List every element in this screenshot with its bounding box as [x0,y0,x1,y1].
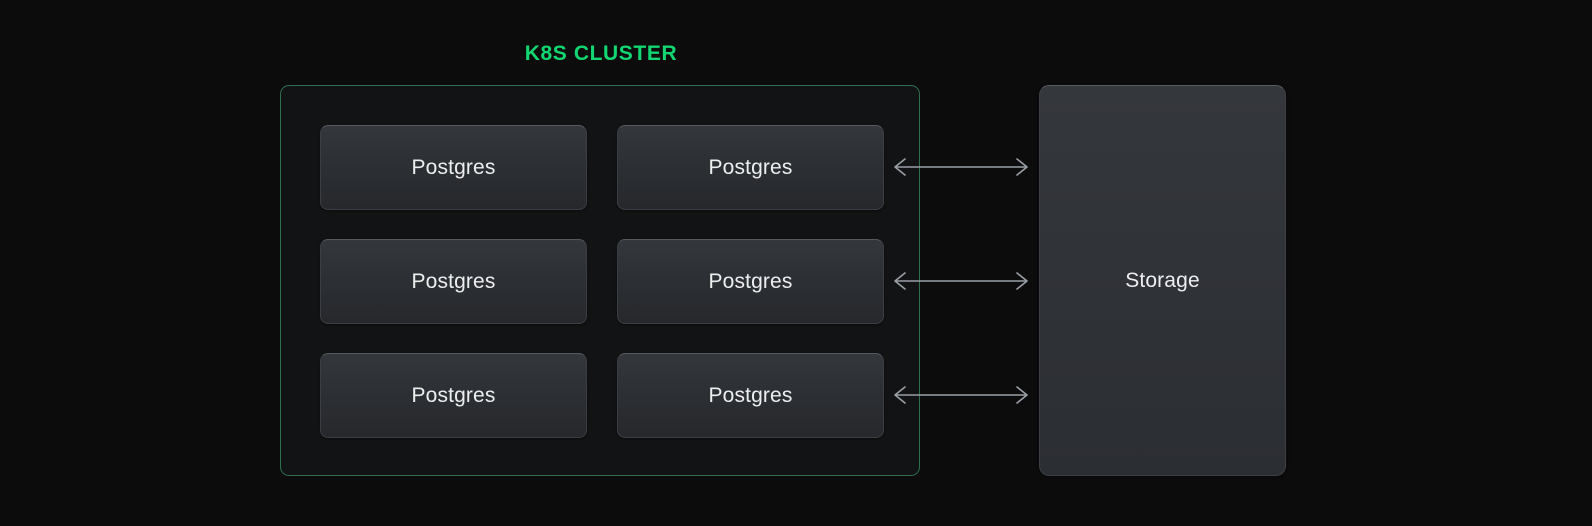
postgres-node[interactable]: Postgres [617,125,884,210]
postgres-node[interactable]: Postgres [617,239,884,324]
storage-node[interactable]: Storage [1039,85,1286,476]
postgres-node[interactable]: Postgres [617,353,884,438]
postgres-node-label: Postgres [708,269,793,293]
postgres-node-label: Postgres [411,269,496,293]
postgres-node[interactable]: Postgres [320,353,587,438]
postgres-node[interactable]: Postgres [320,239,587,324]
postgres-node-grid: Postgres Postgres Postgres Postgres Post… [320,125,884,438]
postgres-node-label: Postgres [411,383,496,407]
postgres-node-label: Postgres [708,383,793,407]
storage-node-label: Storage [1125,268,1200,292]
postgres-node[interactable]: Postgres [320,125,587,210]
page-title: K8S CLUSTER [524,42,678,65]
postgres-node-label: Postgres [708,155,793,179]
postgres-node-label: Postgres [411,155,496,179]
